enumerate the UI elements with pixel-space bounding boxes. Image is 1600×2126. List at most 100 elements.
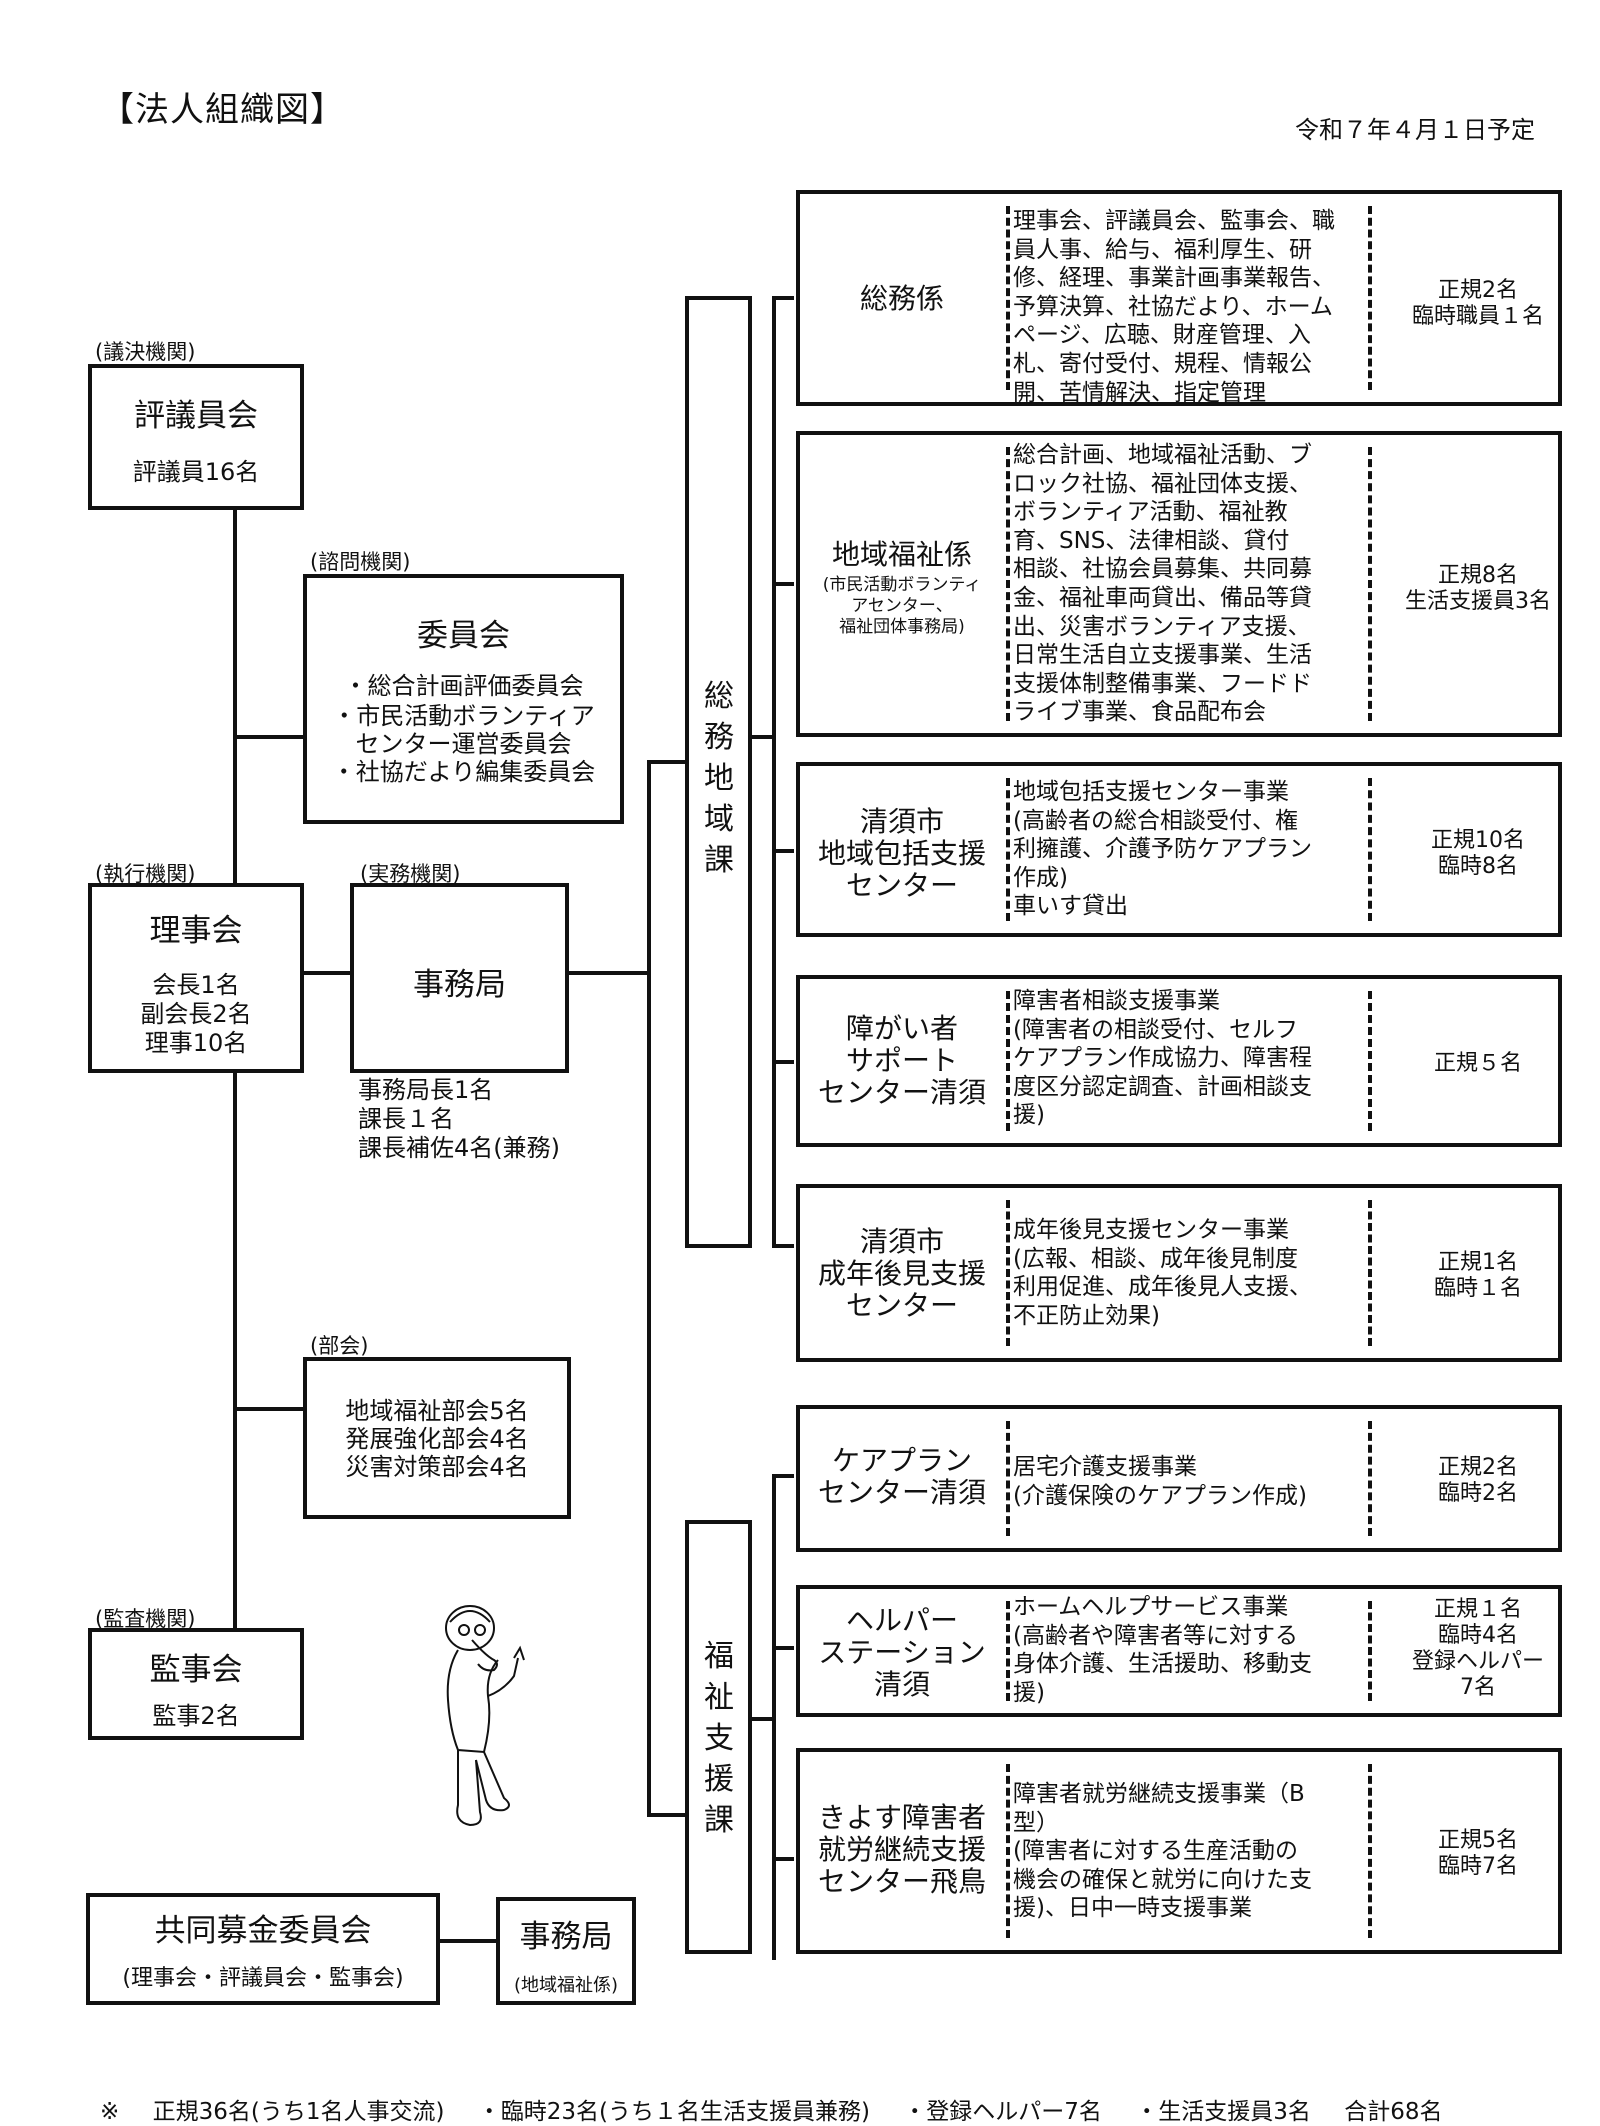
- fund-office-name: 事務局: [519, 1919, 613, 1955]
- divider: [1368, 1200, 1372, 1346]
- footer-total: 合計68名: [1344, 2099, 1443, 2125]
- connector: [772, 1474, 794, 1478]
- branch-desc-line: 利用促進、成年後見人支援、: [1013, 1274, 1312, 1301]
- branch-kouken: 清須市 成年後見支援 センター 成年後見支援センター事業 (広報、相談、成年後見…: [796, 1184, 1562, 1362]
- connector: [233, 735, 303, 739]
- branch-sub: アセンター、: [851, 596, 953, 616]
- branch-name: センター清須: [817, 1476, 986, 1509]
- divider: [1006, 447, 1010, 721]
- branch-desc-line: 予算決算、社協だより、ホーム: [1013, 293, 1333, 320]
- committee-item: ・市民活動ボランティア: [332, 702, 595, 730]
- branch-desc-line: 開、苦情解決、指定管理: [1013, 379, 1266, 406]
- footer-item: 正規36名(うち1名人事交流): [152, 2099, 445, 2125]
- connector: [567, 971, 647, 975]
- branch-staff: 正規５名: [1433, 1051, 1522, 1076]
- branch-desc-line: 支援体制整備事業、フードド: [1013, 670, 1312, 697]
- secretariat-member: 課長補佐4名(兼務): [358, 1134, 560, 1162]
- council-name: 評議員会: [134, 398, 258, 434]
- divider: [1368, 1421, 1372, 1536]
- branch-name: ヘルパー: [845, 1604, 958, 1637]
- page-title: 【法人組織図】: [100, 90, 345, 130]
- branch-name: 就労継続支援: [817, 1833, 986, 1866]
- branch-staff: 正規10名: [1431, 828, 1525, 853]
- branch-desc-line: 作成): [1013, 864, 1068, 891]
- branch-desc-line: 型）: [1013, 1809, 1059, 1836]
- connector: [772, 582, 794, 586]
- secretariat-member: 事務局長1名: [358, 1076, 494, 1104]
- branch-name: 障がい者: [845, 1012, 958, 1045]
- connector: [750, 1717, 772, 1721]
- branch-desc-line: 障害者就労継続支援事業（B: [1013, 1781, 1305, 1807]
- connector: [647, 1813, 685, 1817]
- secretariat-tag: (実務機関): [360, 862, 461, 886]
- branch-desc-line: 援)、日中一時支援事業: [1013, 1895, 1252, 1922]
- branch-sub: (市民活動ボランティ: [822, 575, 982, 595]
- branch-desc-line: (高齢者の総合相談受付、権: [1013, 807, 1298, 834]
- branch-soumu: 総務係 理事会、評議員会、監事会、職 員人事、給与、福利厚生、研 修、経理、事業…: [796, 190, 1562, 406]
- secretariat-name: 事務局: [413, 967, 506, 1003]
- branch-staff: 正規2名: [1438, 278, 1518, 303]
- connector: [233, 1071, 237, 1631]
- branch-desc-line: (障害者に対する生産活動の: [1013, 1838, 1298, 1865]
- connector: [772, 296, 794, 300]
- connector: [647, 760, 685, 764]
- branch-desc-line: (介護保険のケアプラン作成): [1013, 1482, 1307, 1509]
- auditors-members: 監事2名: [152, 1702, 240, 1730]
- branch-desc-line: 利擁護、介護予防ケアプラン: [1013, 836, 1312, 863]
- date-label: 令和７年４月１日予定: [1295, 116, 1535, 144]
- branch-name: 清須市: [859, 805, 944, 838]
- branch-staff: 臨時職員１名: [1411, 304, 1544, 329]
- branch-name: ケアプラン: [831, 1444, 972, 1477]
- council-box: 評議員会 評議員16名: [88, 364, 304, 510]
- fundraising-name: 共同募金委員会: [154, 1913, 372, 1949]
- branch-staff: 生活支援員3名: [1405, 589, 1551, 614]
- subcommittee-tag: (部会): [310, 1334, 369, 1358]
- connector: [772, 1646, 794, 1650]
- division-label: 総 務 地 域 課: [704, 679, 734, 878]
- branch-name: ステーション: [818, 1636, 986, 1669]
- connector: [440, 1939, 498, 1943]
- branch-name: 地域包括支援: [817, 837, 986, 870]
- connector: [772, 1474, 776, 1960]
- subcommittee-box: 地域福祉部会5名 発展強化部会4名 災害対策部会4名: [303, 1357, 571, 1519]
- branch-desc-line: 総合計画、地域福祉活動、ブ: [1013, 442, 1312, 468]
- branch-helper: ヘルパー ステーション 清須 ホームヘルプサービス事業 (高齢者や障害者等に対す…: [796, 1585, 1562, 1717]
- divider: [1368, 447, 1372, 721]
- committee-item: センター運営委員会: [355, 730, 572, 758]
- branch-shougai-support: 障がい者 サポート センター清須 障害者相談支援事業 (障害者の相談受付、セルフ…: [796, 975, 1562, 1147]
- mascot-icon: [445, 1605, 525, 1827]
- auditors-box: 監事会 監事2名: [88, 1628, 304, 1740]
- branch-staff: 正規1名: [1438, 1250, 1518, 1275]
- branch-staff: 臨時4名: [1438, 1623, 1518, 1648]
- divider: [1368, 206, 1372, 390]
- branch-staff: 正規2名: [1438, 1455, 1518, 1480]
- board-member: 会長1名: [152, 971, 240, 999]
- branch-desc-line: 理事会、評議員会、監事会、職: [1013, 208, 1335, 234]
- connector: [772, 1060, 794, 1064]
- connector: [233, 468, 237, 883]
- branch-desc-line: 地域包括支援センター事業: [1013, 779, 1289, 805]
- committee-tag: (諮問機関): [310, 550, 411, 574]
- branch-desc-line: 援): [1013, 1679, 1045, 1706]
- branch-name: 地域福祉係: [831, 538, 972, 571]
- branch-staff: 臨時7名: [1438, 1854, 1518, 1879]
- connector: [303, 971, 351, 975]
- branch-desc-line: ページ、広聴、財産管理、入: [1013, 322, 1311, 349]
- footer-summary: ※ 正規36名(うち1名人事交流) ・臨時23名(うち１名生活支援員兼務) ・登…: [100, 2092, 1468, 2126]
- branch-desc-line: 援): [1013, 1102, 1045, 1129]
- branch-staff: 登録ヘルパー: [1411, 1649, 1544, 1674]
- branch-desc-line: 成年後見支援センター事業: [1013, 1217, 1289, 1243]
- branch-name: きよす障害者: [817, 1801, 986, 1834]
- divider: [1368, 1764, 1372, 1938]
- subcommittee-member: 地域福祉部会5名: [345, 1397, 529, 1425]
- branch-desc-line: 車いす貸出: [1013, 893, 1128, 920]
- branch-sub: 福祉団体事務局): [839, 617, 965, 637]
- division-soumu-chiiki: 総 務 地 域 課: [685, 296, 752, 1248]
- auditors-tag: (監査機関): [95, 1607, 196, 1631]
- connector: [750, 735, 772, 739]
- division-label: 福 祉 支 援 課: [704, 1639, 734, 1838]
- branch-houkatsu: 清須市 地域包括支援 センター 地域包括支援センター事業 (高齢者の総合相談受付…: [796, 762, 1562, 937]
- committee-item: ・社協だより編集委員会: [331, 758, 596, 786]
- committee-name: 委員会: [417, 618, 510, 654]
- connector: [772, 296, 776, 1248]
